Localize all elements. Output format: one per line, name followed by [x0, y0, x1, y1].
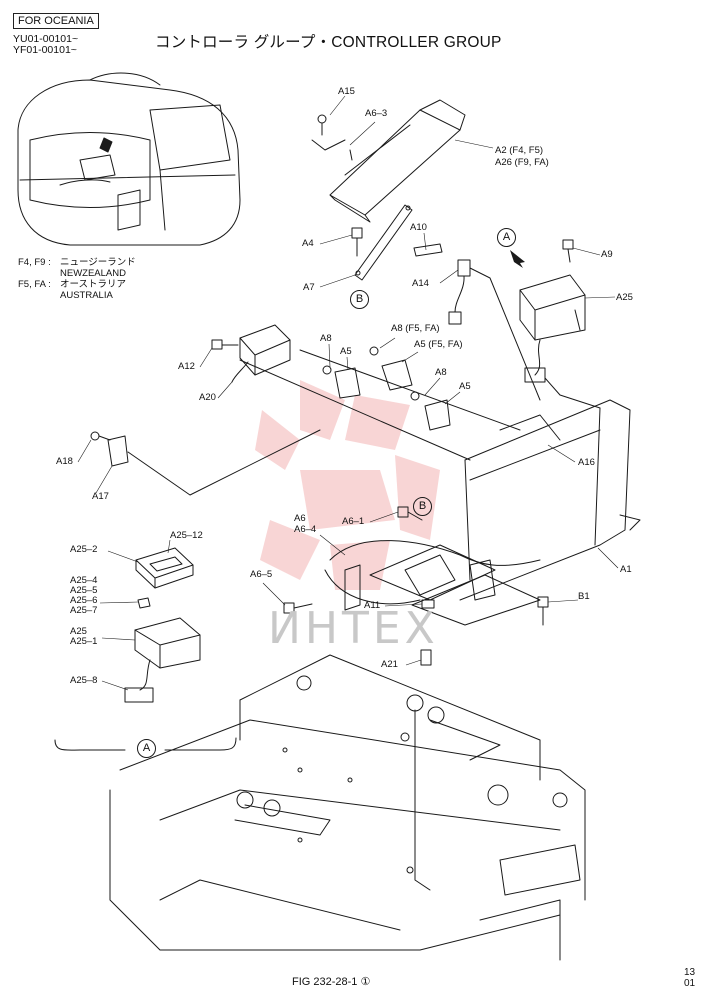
part-a25-controller — [519, 274, 601, 409]
part-a21-spacer — [420, 649, 432, 666]
page-number: 13 01 — [684, 967, 696, 989]
part-a7-strap — [354, 204, 413, 281]
callout-a16: A16 — [578, 457, 595, 468]
callout-a25-1: A25–1 — [70, 636, 98, 647]
callout-a12: A12 — [178, 361, 195, 372]
callout-a5-f5fa: A5 (F5, FA) — [414, 339, 463, 350]
callout-a5-1: A5 — [340, 346, 352, 357]
callout-a15: A15 — [338, 86, 355, 97]
callout-a14: A14 — [412, 278, 429, 289]
callout-a11: A11 — [364, 600, 381, 611]
callout-a25-4: A25–4 — [70, 575, 98, 586]
callout-a4: A4 — [302, 238, 314, 249]
part-a6-5-bolt — [283, 602, 313, 614]
view-arrow-a — [510, 250, 525, 268]
callout-a6-4: A6–4 — [294, 524, 317, 535]
part-a2-bracket — [311, 99, 466, 223]
page-title: コントローラ グループ・CONTROLLER GROUP — [155, 34, 502, 51]
serial-range-2: YF01-00101~ — [13, 44, 77, 56]
watermark-text: ИНТЕХ — [268, 603, 439, 654]
callout-a8-1: A8 — [320, 333, 332, 344]
note-ja-nz: ニュージーランド — [60, 257, 136, 268]
callout-a8-f5fa: A8 (F5, FA) — [391, 323, 440, 334]
view-marker-a-top: A — [497, 228, 516, 247]
callout-a21: A21 — [381, 659, 398, 670]
page-number-line-1: 13 — [684, 967, 696, 978]
figure-number: FIG 232-28-1 ① — [292, 976, 371, 988]
note-code-nz: F4, F9 : — [18, 257, 51, 268]
callout-a5-2: A5 — [459, 381, 471, 392]
part-a15-bolt — [317, 114, 327, 136]
callout-a2: A2 (F4, F5) — [495, 145, 544, 156]
callout-a6-5: A6–5 — [250, 569, 273, 580]
part-a9-bolt — [562, 239, 574, 263]
callout-a17: A17 — [92, 491, 109, 502]
part-a17-connector — [90, 429, 321, 496]
callout-a9: A9 — [601, 249, 613, 260]
part-a6-harness — [324, 540, 541, 626]
machine-thumbnail — [17, 72, 241, 246]
callout-a25-6: A25–6 — [70, 595, 98, 606]
callout-a10: A10 — [410, 222, 427, 233]
callout-a26: A26 (F9, FA) — [495, 157, 549, 168]
note-en-nz: NEWZEALAND — [60, 268, 126, 279]
callout-a25-8: A25–8 — [70, 675, 98, 686]
watermark-emblem — [255, 380, 440, 590]
callout-a1: A1 — [620, 564, 632, 575]
callout-a25-2: A25–2 — [70, 544, 98, 555]
view-marker-a-inset: A — [137, 739, 156, 758]
callout-a25-7: A25–7 — [70, 605, 98, 616]
note-ja-au: オーストラリア — [60, 279, 127, 290]
note-code-au: F5, FA : — [18, 279, 51, 290]
view-marker-b-plate: B — [413, 497, 432, 516]
callout-b1: B1 — [578, 591, 590, 602]
part-a20-unit — [231, 324, 291, 383]
callout-a6: A6 — [294, 513, 306, 524]
leader-lines — [77, 95, 619, 691]
page-number-line-2: 01 — [684, 977, 696, 989]
callout-a6-3: A6–3 — [365, 108, 388, 119]
part-a14-relay — [448, 259, 541, 401]
part-b1-bolt — [537, 596, 549, 626]
callout-a25-sub: A25 — [70, 626, 87, 637]
callout-a7: A7 — [303, 282, 315, 293]
callout-a25-5: A25–5 — [70, 585, 98, 596]
serial-range-1: YU01-00101~ — [13, 33, 79, 45]
region-tag: FOR OCEANIA — [13, 13, 99, 29]
callout-a18: A18 — [56, 456, 73, 467]
detail-a-inset — [54, 547, 237, 751]
callout-a25-12: A25–12 — [170, 530, 203, 541]
part-a10-fuse — [413, 243, 443, 257]
part-a1-main-plate — [239, 349, 641, 601]
callout-a8-2: A8 — [435, 367, 447, 378]
note-en-au: AUSTRALIA — [60, 290, 113, 301]
callout-a20: A20 — [199, 392, 216, 403]
view-marker-b-top: B — [350, 290, 369, 309]
callout-a25: A25 — [616, 292, 633, 303]
callout-a6-1: A6–1 — [342, 516, 365, 527]
part-a4-bolt — [351, 227, 363, 257]
base-frame — [109, 654, 586, 961]
part-a12-bolt — [211, 339, 239, 350]
